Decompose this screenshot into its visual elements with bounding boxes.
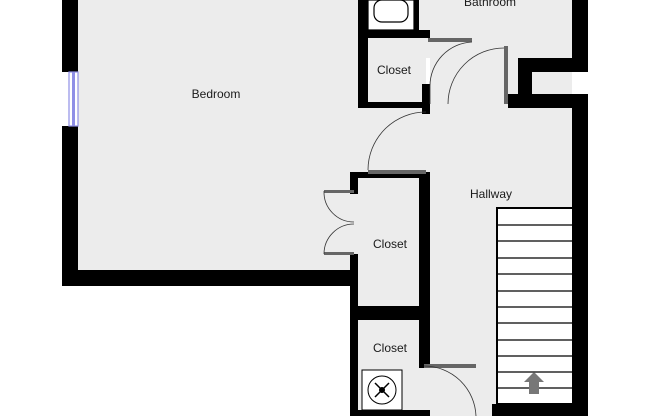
corner-notch-bottom xyxy=(508,94,540,108)
door-stops xyxy=(324,38,508,368)
hallway-upper-floor xyxy=(358,108,430,178)
closet-top-right-wall xyxy=(422,30,430,38)
bedroom-door-arc xyxy=(367,111,427,171)
bathroom-label: Bathroom xyxy=(464,0,516,9)
bedroom-label: Bedroom xyxy=(192,87,241,101)
bathroom-door-stop xyxy=(504,46,508,104)
stairs xyxy=(496,207,574,405)
closet-bottom-door-area xyxy=(419,368,479,416)
closet-top-right-wall-stub xyxy=(422,84,430,114)
closet-bottom-door-arc xyxy=(423,365,477,416)
bedroom-floor xyxy=(78,0,358,270)
stairs-bottom-wall xyxy=(492,404,576,416)
closet-top-label: Closet xyxy=(377,63,412,77)
closet-middle-left-wall-bottom xyxy=(350,254,358,416)
closet-middle-left-wall-top xyxy=(350,176,358,194)
water-heater-icon xyxy=(361,369,403,411)
toilet-icon xyxy=(367,0,415,31)
closet-middle-bifold-bottom xyxy=(323,223,355,255)
closet-top-door-stop xyxy=(428,38,472,42)
closet-middle-bifold-top xyxy=(323,190,355,223)
walls xyxy=(62,0,588,416)
door-swings xyxy=(323,41,505,416)
bedroom-left-wall-upper xyxy=(62,0,78,72)
closet-middle-top-wall xyxy=(350,172,430,178)
closet-middle-bottom-wall xyxy=(350,306,430,320)
bathroom-divider-stub xyxy=(413,0,419,30)
closet-top-floor xyxy=(368,38,426,102)
bedroom-window xyxy=(68,71,79,127)
outer-right-wall-lower xyxy=(572,94,588,416)
closet-middle-door-stop-top xyxy=(324,190,354,193)
up-arrow-icon xyxy=(524,372,544,394)
bedroom-left-wall-lower xyxy=(62,126,78,286)
closet-top-top-wall xyxy=(358,30,430,38)
stair-treads xyxy=(497,224,573,389)
closet-bottom-door-stop xyxy=(424,364,476,368)
closet-middle-label: Closet xyxy=(373,237,408,251)
closet-middle-door-stop-bottom xyxy=(324,252,354,255)
window-pane xyxy=(72,72,75,126)
closet-bottom-label: Closet xyxy=(373,341,408,355)
closet-top-bottom-wall xyxy=(358,102,430,108)
hallway-door-stop xyxy=(368,170,426,174)
closet-middle-right-wall xyxy=(419,172,430,368)
corner-notch-top xyxy=(518,58,588,72)
water-heater-center xyxy=(379,387,385,393)
closet-bottom-bottom-wall xyxy=(350,410,430,416)
hallway-label: Hallway xyxy=(470,187,512,201)
toilet-bowl xyxy=(373,0,409,23)
bedroom-right-wall-upper xyxy=(358,0,368,108)
bedroom-bottom-wall xyxy=(62,270,358,286)
outer-right-wall-top xyxy=(572,0,588,72)
room-labels: Bedroom Bathroom Closet Hallway Closet C… xyxy=(192,0,516,355)
bathroom-door-arc xyxy=(447,47,505,105)
closet-top-door-arc xyxy=(429,41,473,104)
closet-middle-floor xyxy=(358,178,419,306)
